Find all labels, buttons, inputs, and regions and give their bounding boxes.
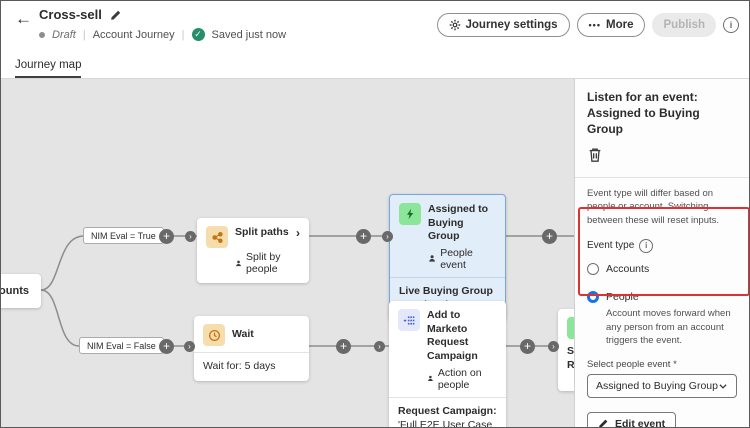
gear-icon bbox=[449, 19, 460, 31]
branch-label-false: NIM Eval = False bbox=[79, 337, 164, 354]
source-node-label: ounts bbox=[0, 285, 29, 297]
pencil-icon bbox=[599, 419, 608, 427]
person-icon bbox=[236, 260, 241, 266]
flow-arrow-icon: › bbox=[382, 231, 393, 242]
publish-label: Publish bbox=[663, 19, 705, 31]
back-icon[interactable]: ← bbox=[15, 9, 32, 28]
panel-title: Listen for an event: Assigned to Buying … bbox=[587, 90, 700, 137]
split-paths-node[interactable]: Split paths › Split by people bbox=[197, 218, 309, 283]
journey-title-block: Cross-sell Draft | Account Journey | ✓ S… bbox=[39, 7, 286, 41]
request-campaign-icon bbox=[398, 309, 420, 331]
more-button[interactable]: ••• More bbox=[576, 13, 646, 37]
divider: | bbox=[181, 28, 185, 41]
saved-check-icon: ✓ bbox=[191, 28, 205, 41]
clock-icon bbox=[203, 324, 225, 346]
marketo-node-detail: Request Campaign: 'Full E2E User Case 1 … bbox=[398, 404, 497, 428]
more-dots-icon: ••• bbox=[588, 20, 601, 30]
people-description: Account moves forward when any person fr… bbox=[606, 307, 731, 347]
add-node-button[interactable]: + bbox=[336, 339, 351, 354]
delete-icon[interactable] bbox=[587, 147, 603, 163]
event-config-panel: Listen for an event: Assigned to Buying … bbox=[574, 79, 749, 428]
chevron-down-icon bbox=[719, 384, 727, 389]
status-badge: Draft bbox=[52, 28, 76, 41]
tab-journey-map[interactable]: Journey map bbox=[15, 59, 82, 78]
add-node-button[interactable]: + bbox=[159, 229, 174, 244]
more-label: More bbox=[605, 19, 634, 31]
add-node-button[interactable]: + bbox=[542, 229, 557, 244]
flow-arrow-icon: › bbox=[548, 341, 559, 352]
add-node-button[interactable]: + bbox=[159, 339, 174, 354]
event-type-info-icon[interactable]: i bbox=[639, 238, 654, 253]
select-people-event-label: Select people event * bbox=[587, 359, 677, 371]
journey-type-label: Account Journey bbox=[92, 28, 175, 41]
people-event-select-value: Assigned to Buying Group bbox=[596, 380, 718, 393]
marketo-detail-value: 'Full E2E User Case 1 - Spencer -journey… bbox=[398, 418, 493, 428]
tab-bar: Journey map bbox=[1, 57, 749, 79]
radio-accounts-label: Accounts bbox=[606, 262, 650, 275]
edit-event-label: Edit event bbox=[615, 417, 666, 428]
wait-node-title: Wait bbox=[232, 328, 254, 340]
radio-accounts-circle[interactable] bbox=[587, 262, 599, 275]
top-bar: ← Cross-sell Draft | Account Journey | ✓… bbox=[1, 1, 749, 57]
person-icon bbox=[428, 375, 433, 382]
edit-title-icon[interactable] bbox=[110, 9, 122, 21]
info-icon[interactable]: i bbox=[723, 17, 739, 33]
add-node-button[interactable]: + bbox=[356, 229, 371, 244]
expand-paths-icon[interactable]: › bbox=[296, 226, 300, 240]
assigned-node-title: Assigned to Buying Group bbox=[428, 203, 489, 243]
split-node-subtitle: Split by people bbox=[246, 251, 281, 275]
panel-description: Event type will differ based on people o… bbox=[587, 187, 720, 227]
event-type-label: Event type bbox=[587, 240, 635, 252]
marketo-action-node[interactable]: Add to Marketo Request Campaign Action o… bbox=[389, 301, 506, 428]
radio-people[interactable]: People bbox=[587, 290, 737, 303]
publish-button[interactable]: Publish bbox=[652, 13, 716, 37]
journey-settings-label: Journey settings bbox=[465, 19, 558, 31]
person-icon bbox=[429, 255, 435, 262]
page-title: Cross-sell bbox=[39, 7, 102, 22]
add-node-button[interactable]: + bbox=[520, 339, 535, 354]
assigned-event-node[interactable]: Assigned to Buying Group People event Li… bbox=[389, 194, 506, 322]
marketo-detail-label: Request Campaign: bbox=[398, 404, 497, 417]
radio-people-circle[interactable] bbox=[587, 290, 599, 303]
flow-arrow-icon: › bbox=[374, 341, 385, 352]
wait-node[interactable]: Wait Wait for: 5 days bbox=[194, 316, 309, 382]
radio-people-label: People bbox=[606, 290, 639, 303]
assigned-node-subtitle: People event bbox=[440, 246, 473, 271]
split-node-title: Split paths bbox=[235, 226, 289, 238]
status-dot bbox=[39, 31, 45, 38]
lightning-icon bbox=[399, 203, 421, 225]
saved-status: Saved just now bbox=[211, 28, 287, 41]
flow-arrow-icon: › bbox=[185, 231, 196, 242]
marketo-node-subtitle: Action on people bbox=[437, 366, 482, 391]
marketo-node-title: Add to Marketo Request Campaign bbox=[427, 309, 478, 362]
people-event-select[interactable]: Assigned to Buying Group bbox=[587, 374, 737, 399]
edit-event-button[interactable]: Edit event bbox=[587, 412, 677, 428]
split-icon bbox=[206, 226, 228, 248]
flow-arrow-icon: › bbox=[184, 341, 195, 352]
divider: | bbox=[82, 28, 86, 41]
radio-accounts[interactable]: Accounts bbox=[587, 262, 737, 275]
branch-label-true: NIM Eval = True bbox=[83, 227, 164, 244]
source-accounts-node[interactable]: ounts bbox=[0, 274, 41, 308]
wait-node-detail: Wait for: 5 days bbox=[203, 360, 276, 372]
journey-settings-button[interactable]: Journey settings bbox=[436, 13, 570, 37]
